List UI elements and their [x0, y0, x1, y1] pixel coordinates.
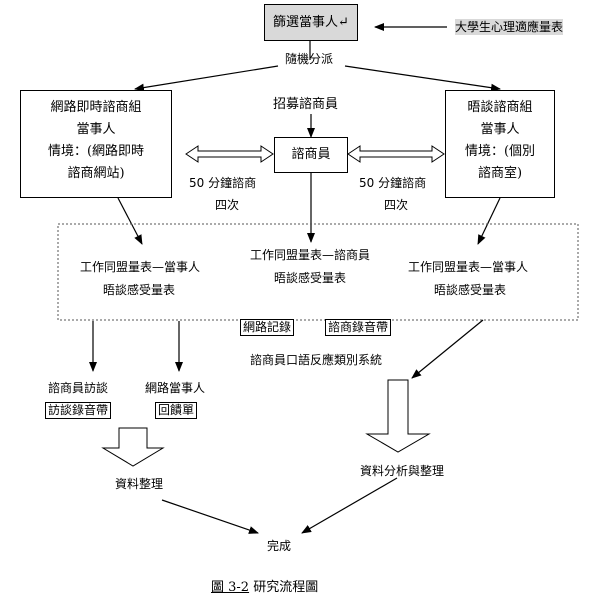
random-assign-label: 隨機分派: [285, 52, 334, 66]
hollow-arrow-left: [101, 427, 165, 467]
figure-number: 圖 3-2: [211, 580, 250, 595]
interview-tape-label: 訪談錄音帶: [45, 402, 112, 419]
adjustment-scale-label: 大學生心理適應量表: [455, 19, 564, 35]
arrow-left-to-measures: [117, 197, 143, 245]
counselor-label: 諮商員: [291, 147, 331, 162]
right-group-line4: 諮商室): [477, 166, 523, 181]
right-sessions-label-2: 四次: [384, 198, 409, 212]
online-client-label: 網路當事人: [145, 381, 206, 395]
arrow-organize-to-done: [161, 499, 259, 534]
measures-region: [57, 223, 579, 321]
figure-title: 研究流程圖: [249, 580, 319, 595]
done-label: 完成: [267, 539, 292, 553]
right-sessions-label-1: 50 分鐘諮商: [359, 176, 427, 190]
data-organize-label: 資料整理: [115, 477, 164, 491]
data-analysis-label: 資料分析與整理: [360, 464, 445, 478]
left-group-line2: 當事人: [76, 122, 116, 137]
screen-clients-box: 篩選當事人↵: [264, 4, 358, 41]
hollow-arrow-right: [365, 379, 431, 453]
counselor-box: 諮商員: [274, 137, 348, 173]
left-group-line3: 情境：(網路即時: [47, 144, 145, 159]
face-to-face-group-box: 晤談諮商組 當事人 情境：(個別 諮商室): [445, 90, 555, 198]
online-counseling-group-box: 網路即時諮商組 當事人 情境：(網路即時 諮商網站): [20, 90, 172, 198]
mid-measure-2: 晤談感受量表: [274, 271, 347, 285]
left-measure-1: 工作同盟量表—當事人: [80, 260, 201, 274]
left-measure-2: 晤談感受量表: [103, 283, 176, 297]
mid-measure-1: 工作同盟量表—諮商員: [250, 248, 371, 262]
double-arrow-right: [347, 145, 445, 163]
screen-clients-label: 篩選當事人↵: [273, 15, 349, 30]
left-sessions-label-1: 50 分鐘諮商: [189, 176, 257, 190]
arrow-random-left: [134, 65, 279, 92]
verbal-response-system-label: 諮商員口語反應類別系統: [250, 353, 383, 367]
web-record-label: 網路記錄: [240, 319, 295, 336]
right-group-line2: 當事人: [480, 122, 520, 137]
left-group-line1: 網路即時諮商組: [50, 100, 142, 115]
recruit-counselors-label: 招募諮商員: [273, 97, 339, 112]
right-group-line3: 情境：(個別: [464, 144, 536, 159]
arrow-to-verbal-system: [411, 319, 484, 379]
counselor-interview-label: 諮商員訪談: [48, 381, 109, 395]
double-arrow-left: [185, 145, 274, 163]
arrow-right-to-measures: [477, 197, 501, 245]
arrow-analysis-to-done: [301, 477, 398, 534]
right-group-line1: 晤談諮商組: [467, 100, 533, 115]
tape-record-label: 諮商錄音帶: [325, 319, 392, 336]
arrow-random-right: [344, 65, 501, 92]
right-measure-2: 晤談感受量表: [434, 283, 507, 297]
left-sessions-label-2: 四次: [215, 198, 240, 212]
left-group-line4: 諮商網站): [67, 166, 125, 181]
right-measure-1: 工作同盟量表—當事人: [408, 260, 529, 274]
figure-caption: 圖 3-2 研究流程圖: [211, 580, 318, 596]
feedback-form-label: 回饋單: [155, 402, 198, 419]
